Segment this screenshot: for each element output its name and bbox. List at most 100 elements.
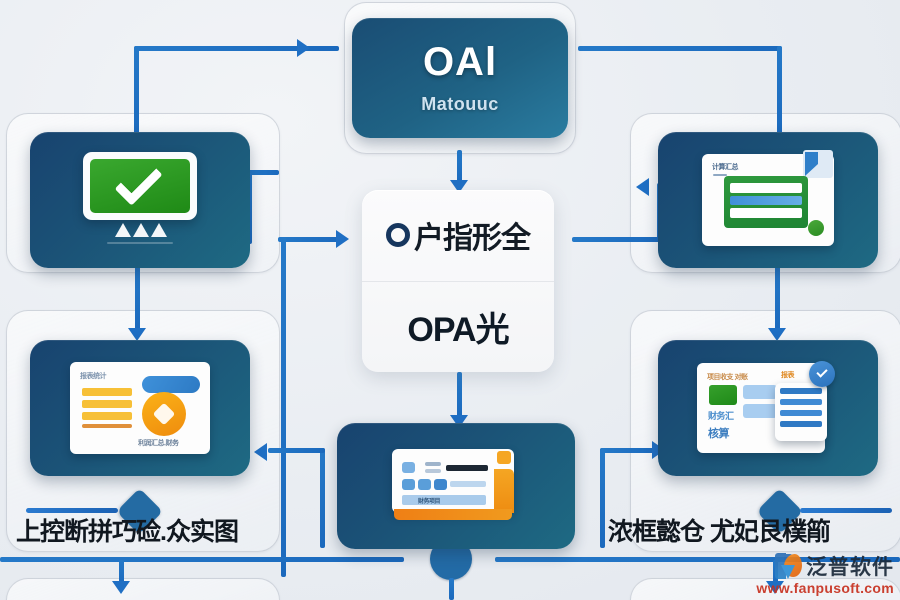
node-top-left[interactable] <box>30 132 250 268</box>
report-footer-label: 利润汇总.财务 <box>138 440 179 447</box>
arrowhead-center-left <box>336 230 349 248</box>
arrowhead-topright-in <box>636 178 649 196</box>
monitor-stand-left <box>115 223 131 237</box>
connector-hero-to-center <box>457 150 462 187</box>
node-mid-right[interactable]: 项目收支 对账 报表 财务汇 核算 <box>658 340 878 476</box>
report-bar-3 <box>82 412 132 420</box>
center-card[interactable]: 户指形全 OPA光 <box>362 190 554 372</box>
arrowhead-bottomright-panel <box>766 581 784 594</box>
caption-right: 浓框懿仓 尤妃艮樸箾 <box>608 518 831 546</box>
form-field-row-1 <box>730 183 802 193</box>
form-document-icon: 计算汇总 <box>702 150 834 246</box>
arrowhead-midright <box>768 328 786 341</box>
dashboard-tag-3 <box>434 479 447 490</box>
report-title-label: 报表统计 <box>80 373 107 380</box>
connector-bottomcenter-right-h <box>600 448 660 453</box>
connector-hero-to-topleft-h <box>134 46 339 51</box>
data-list-row-3 <box>780 410 822 416</box>
monitor-check-icon <box>75 150 205 250</box>
report-bar-1 <box>82 388 132 396</box>
caption-underbar-right <box>800 508 892 513</box>
caption-underbar-left <box>26 508 118 513</box>
node-bottom-center[interactable]: 财务项目 <box>337 423 575 549</box>
data-list-row-4 <box>780 421 822 427</box>
connector-junction-down <box>449 578 454 600</box>
report-bar-2 <box>82 400 132 408</box>
form-doc-header-underline <box>713 174 727 176</box>
dashboard-bar-light <box>450 481 486 487</box>
arrowhead-hero-left <box>297 39 310 57</box>
data-list-corner-label: 报表 <box>781 372 795 379</box>
dashboard-footer-row <box>402 495 486 505</box>
dashboard-bar-gray-1 <box>425 462 441 466</box>
connector-bottomcenter-right-v <box>600 448 605 548</box>
hero-title: OAl <box>422 39 498 84</box>
node-hero[interactable]: OAl Matouuc <box>352 18 568 138</box>
form-field-row-blue <box>730 196 802 205</box>
connector-hero-to-topright-h <box>578 46 782 51</box>
connector-topleft-to-midleft <box>135 265 140 332</box>
data-list-row-1 <box>780 388 822 394</box>
connector-topleft-out <box>247 170 279 175</box>
node-mid-left[interactable]: 报表统计 利润汇总.财务 <box>30 340 250 476</box>
data-list-blue-block-1 <box>743 385 777 399</box>
corner-triangle-icon <box>805 152 818 176</box>
watermark: 泛普软件 www.fanpusoft.com <box>756 551 894 596</box>
dashboard-bar-dark <box>446 465 488 471</box>
connector-bottomcenter-left-h <box>268 448 325 453</box>
form-field-row-2 <box>730 208 802 218</box>
connector-hero-to-topleft-v <box>134 46 139 142</box>
center-row-bottom: OPA光 <box>362 280 554 373</box>
connector-center-left-rail <box>281 237 286 577</box>
dashboard-tag-2 <box>418 479 431 490</box>
check-icon <box>114 157 163 206</box>
dashboard-accent-bottom <box>394 509 512 520</box>
circle-icon <box>386 223 410 248</box>
report-pill <box>142 376 200 393</box>
monitor-frame <box>83 152 197 220</box>
connector-bottomcenter-left-v <box>320 448 325 548</box>
dashboard-footer-label: 财务项目 <box>418 499 441 505</box>
logo-arrow-icon <box>781 565 795 579</box>
hero-subtitle: Matouuc <box>421 93 499 114</box>
data-list-title-label: 项目收支 对账 <box>707 374 748 381</box>
connector-to-center-left <box>278 237 344 242</box>
panel-bottom-left <box>6 578 280 600</box>
dashboard-corner-tab <box>497 451 511 464</box>
report-chart-icon: 报表统计 利润汇总.财务 <box>70 362 210 454</box>
data-list-icon: 项目收支 对账 报表 财务汇 核算 <box>697 361 839 455</box>
caption-left: 上控断拼巧硷.众实图 <box>16 518 239 546</box>
watermark-top-row: 泛普软件 <box>773 551 894 581</box>
data-list-row-2 <box>780 399 822 405</box>
dashboard-tag-1 <box>402 479 415 490</box>
data-list-text-1: 财务汇 <box>708 411 734 421</box>
monitor-screen <box>90 157 190 213</box>
connector-caption-left-down <box>119 560 124 585</box>
dashboard-accent-right <box>494 469 514 513</box>
form-doc-header-label: 计算汇总 <box>712 164 739 171</box>
connector-hero-to-topright-v <box>777 46 782 142</box>
center-line-top: 户指形全 <box>414 222 531 256</box>
monitor-stand-center <box>133 223 149 237</box>
data-list-text-2: 核算 <box>708 428 730 440</box>
center-line-bottom: OPA光 <box>407 311 509 350</box>
connector-topright-to-midright <box>775 265 780 332</box>
watermark-brand: 泛普软件 <box>806 556 894 579</box>
center-row-top: 户指形全 <box>362 190 554 281</box>
dashboard-panel-icon: 财务项目 <box>392 449 520 523</box>
monitor-base-line <box>107 242 173 244</box>
watermark-url: www.fanpusoft.com <box>756 580 894 596</box>
arrowhead-midleft-feedback <box>254 443 267 461</box>
connector-center-to-bottom <box>457 372 462 422</box>
node-top-right[interactable]: 计算汇总 <box>658 132 878 268</box>
data-list-green-block <box>709 385 737 405</box>
fanpu-logo-icon <box>773 551 803 581</box>
data-list-badge-icon <box>809 361 835 387</box>
arrowhead-center-top <box>450 180 468 193</box>
connector-center-to-topright-h <box>572 237 662 242</box>
arrowhead-midleft <box>128 328 146 341</box>
form-status-dot <box>808 220 824 236</box>
monitor-stand-right <box>151 223 167 237</box>
center-line-top-wrapper: 户指形全 <box>386 213 531 257</box>
